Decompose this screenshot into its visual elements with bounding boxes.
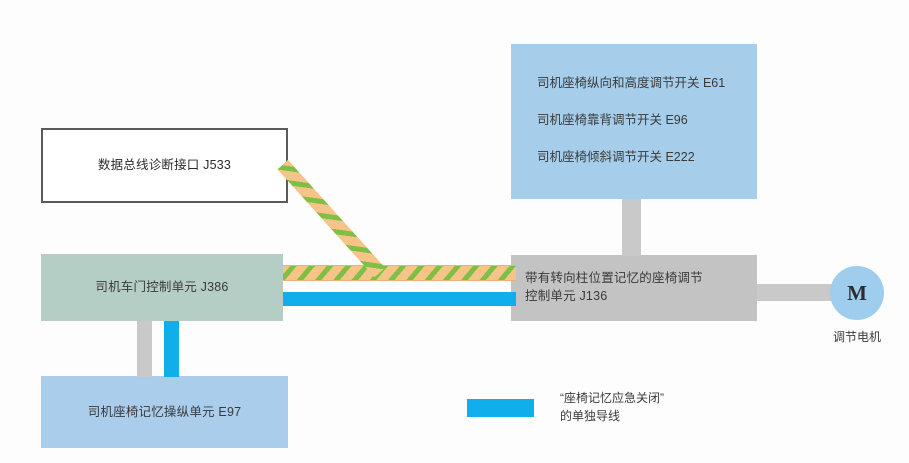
wire-switches-to-control-unit [622,199,641,256]
bus-line-diagonal [277,160,386,278]
node-diagnostic-interface[interactable]: 数据总线诊断接口 J533 [41,128,288,203]
node-seat-adjust-control-unit-label: 带有转向柱位置记忆的座椅调节 控制单元 J136 [525,271,703,304]
switch-item-e61: 司机座椅纵向和高度调节开关 E61 [537,76,726,90]
node-seat-memory-unit[interactable]: 司机座椅记忆操纵单元 E97 [41,376,288,448]
bus-line-horizontal [283,265,516,281]
node-diagnostic-interface-label: 数据总线诊断接口 J533 [97,158,232,173]
switch-item-e96: 司机座椅靠背调节开关 E96 [537,113,688,127]
node-seat-adjust-control-unit[interactable]: 带有转向柱位置记忆的座椅调节 控制单元 J136 [511,255,757,321]
node-door-control-unit[interactable]: 司机车门控制单元 J386 [41,254,283,321]
wire-control-unit-to-motor [757,284,841,301]
node-switch-group[interactable]: 司机座椅纵向和高度调节开关 E61 司机座椅靠背调节开关 E96 司机座椅倾斜调… [511,44,757,199]
node-door-control-unit-label: 司机车门控制单元 J386 [95,280,229,295]
motor-symbol[interactable]: M [830,266,884,320]
legend-swatch [467,399,534,417]
motor-symbol-letter: M [847,280,867,305]
switch-list: 司机座椅纵向和高度调节开关 E61 司机座椅靠背调节开关 E96 司机座椅倾斜调… [537,72,725,165]
switch-item-e222: 司机座椅倾斜调节开关 E222 [537,150,695,164]
emergency-wire-vertical [164,321,179,377]
wire-door-unit-to-memory-unit [137,321,152,377]
legend-text: “座椅记忆应急关闭” 的单独导线 [560,391,664,423]
node-seat-memory-unit-label: 司机座椅记忆操纵单元 E97 [87,404,242,419]
emergency-wire-horizontal [283,292,516,306]
motor-label: 调节电机 [832,330,881,344]
